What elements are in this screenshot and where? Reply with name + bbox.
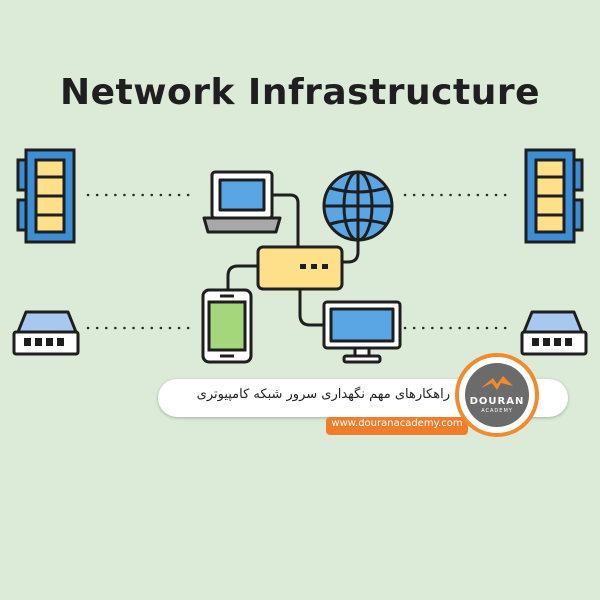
router-hub-icon <box>256 245 344 291</box>
server-rack-icon <box>524 148 584 244</box>
cable-laptop-router <box>272 193 300 255</box>
smartphone-icon <box>201 288 253 364</box>
network-switch-icon <box>520 310 588 356</box>
logo-subtitle: ACADEMY <box>481 408 513 414</box>
cable-router-monitor <box>298 290 325 327</box>
network-switch-icon <box>12 310 80 356</box>
website-link[interactable]: www.douranacademy.com <box>331 418 463 429</box>
caption-text: راهکارهای مهم نگهداری سرور شبکه کامپیوتر… <box>196 387 450 402</box>
bird-logo-icon <box>481 376 513 390</box>
globe-icon <box>322 170 394 242</box>
desktop-monitor-icon <box>322 300 402 364</box>
cables <box>226 193 360 327</box>
cable-globe-router <box>340 240 360 264</box>
logo-name: DOURAN <box>469 396 525 407</box>
website-badge <box>326 417 468 435</box>
dotted-connectors <box>86 193 514 330</box>
server-rack-icon <box>16 148 76 244</box>
page-title: Network Infrastructure <box>59 72 541 113</box>
logo-badge <box>465 363 529 427</box>
cable-router-phone <box>226 264 258 292</box>
laptop-icon <box>202 170 282 234</box>
